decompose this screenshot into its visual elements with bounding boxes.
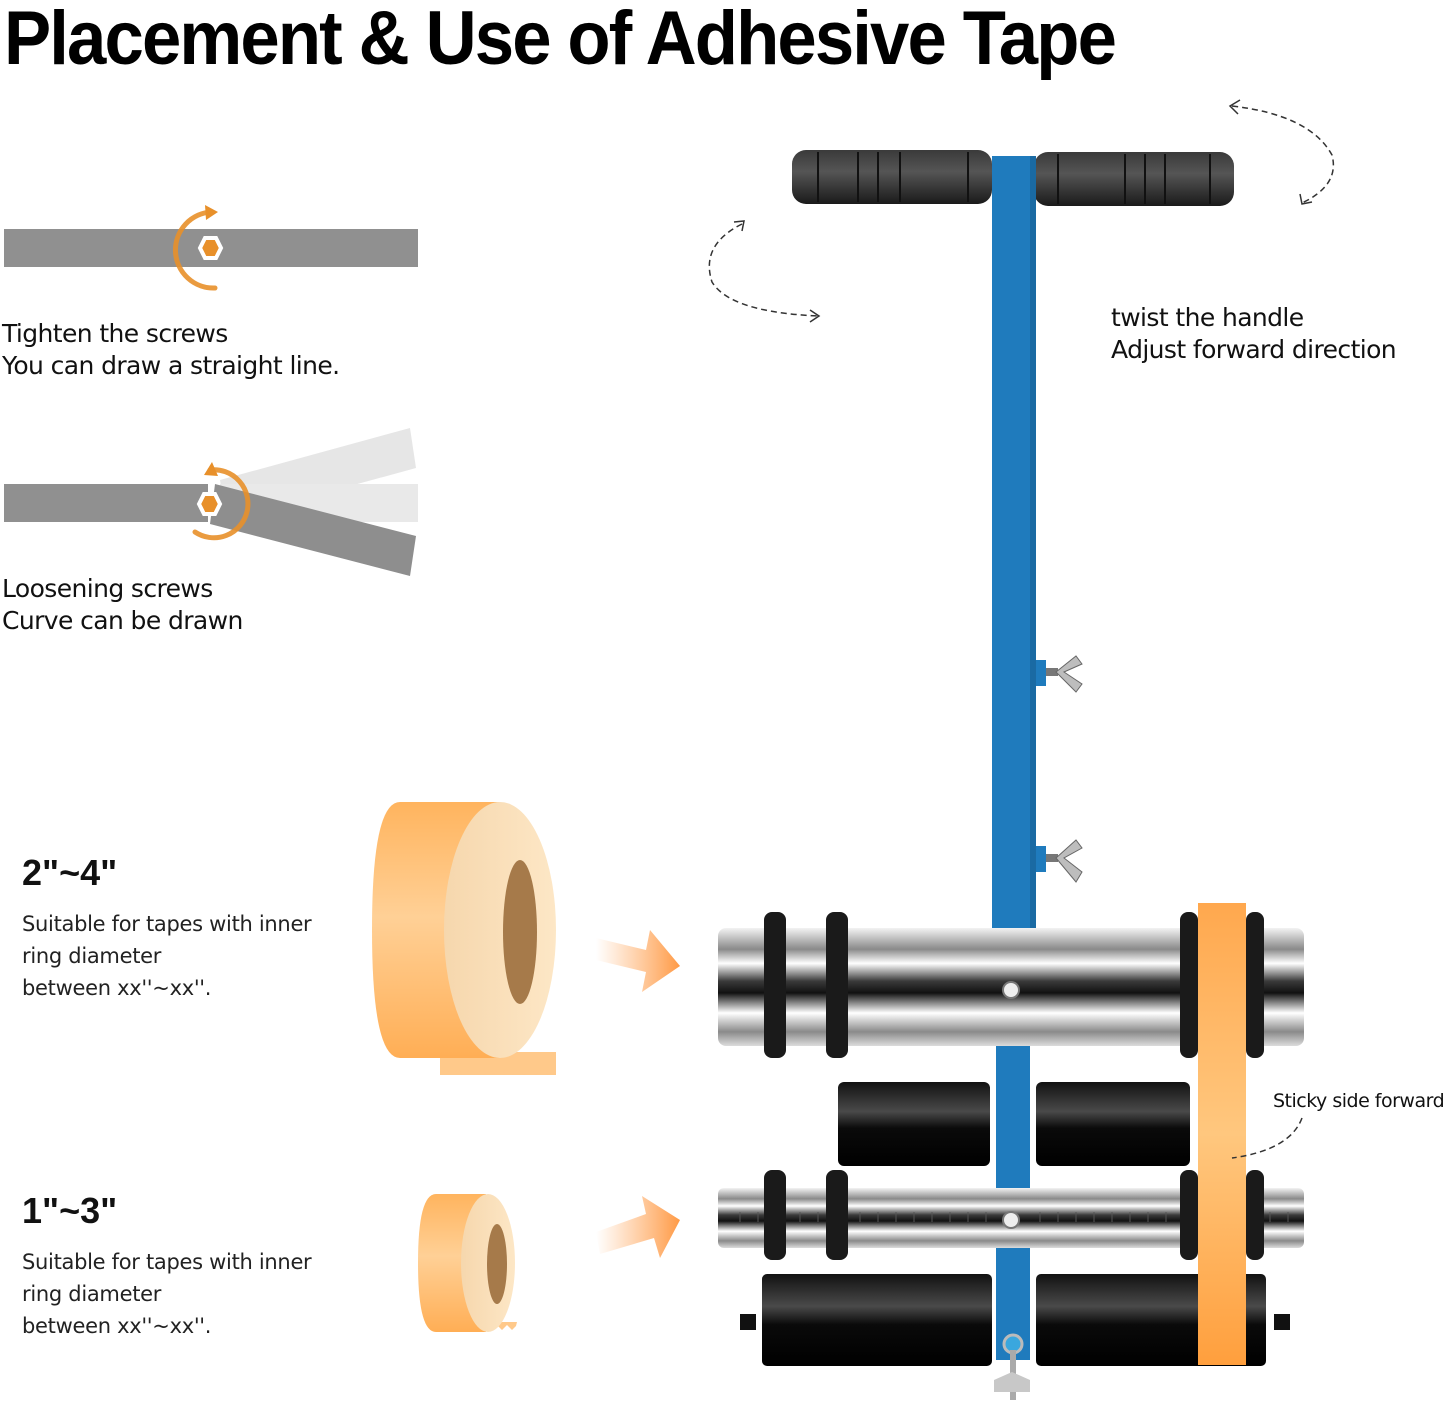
tighten-caption-line-1: Tighten the screws	[2, 319, 228, 348]
rotate-handle-arrows-icon	[708, 105, 1335, 317]
fixed-bar	[4, 484, 208, 522]
upper-shaft-rings	[764, 912, 1264, 1058]
wing-nut-upper-icon	[1036, 655, 1083, 693]
blue-frame-shade	[1030, 156, 1036, 928]
large-tape-arrow-icon	[596, 930, 680, 992]
bottom-roller-left	[762, 1274, 992, 1366]
handle-note-line-2: Adjust forward direction	[1111, 335, 1397, 364]
loosen-caption-line-1: Loosening screws	[2, 574, 213, 603]
arrow-head	[204, 462, 218, 476]
small-tape-roll-icon	[418, 1194, 517, 1332]
tape-strip	[1198, 903, 1246, 1365]
middle-roller-right	[1036, 1082, 1190, 1166]
scale-center-screw-icon	[1002, 1211, 1020, 1229]
tighten-caption: Tighten the screws You can draw a straig…	[2, 318, 340, 382]
curve-diagram	[4, 428, 418, 576]
sticky-callout-line	[1231, 1117, 1303, 1159]
small-tape-range: 1"~3"	[22, 1190, 118, 1231]
page-title: Placement & Use of Adhesive Tape	[4, 0, 1117, 81]
shaft-screw-icon	[1002, 981, 1020, 999]
handle-note-line-1: twist the handle	[1111, 303, 1304, 332]
blue-frame-upper	[992, 156, 1036, 928]
small-tape-description: Suitable for tapes with inner ring diame…	[22, 1246, 312, 1342]
large-tape-range: 2"~4"	[22, 852, 118, 893]
small-tape-desc-line-2: ring diameter	[22, 1282, 162, 1306]
rotate-arrowheads	[733, 99, 1313, 323]
straight-line-diagram	[4, 205, 418, 291]
swung-bar	[210, 484, 416, 576]
wing-nut-lower-icon	[1036, 839, 1083, 883]
arrow-head	[205, 205, 218, 220]
loosen-caption: Loosening screws Curve can be drawn	[2, 573, 243, 637]
roller-axle-left	[740, 1314, 756, 1330]
large-tape-roll-icon	[372, 802, 556, 1075]
counterclockwise-arrow-icon	[192, 467, 251, 541]
handle-note: twist the handle Adjust forward directio…	[1111, 302, 1397, 366]
sticky-side-label: Sticky side forward	[1273, 1090, 1445, 1112]
measuring-scale-ticks	[739, 1212, 1289, 1222]
middle-roller-left	[838, 1082, 990, 1166]
small-tape-desc-line-1: Suitable for tapes with inner	[22, 1250, 312, 1274]
lower-shaft-rings	[764, 1170, 1264, 1260]
large-tape-desc-line-3: between xx''~xx''.	[22, 976, 212, 1000]
small-tape-desc-line-3: between xx''~xx''.	[22, 1314, 212, 1338]
pivot-screw-icon	[994, 1333, 1030, 1400]
hex-screw-counterclockwise-icon	[196, 492, 223, 516]
t-handle-grip	[792, 150, 1234, 206]
loosen-caption-line-2: Curve can be drawn	[2, 606, 243, 635]
large-tape-desc-line-2: ring diameter	[22, 944, 162, 968]
large-tape-description: Suitable for tapes with inner ring diame…	[22, 908, 312, 1004]
small-tape-arrow-icon	[596, 1196, 680, 1258]
hex-screw-clockwise-icon	[197, 236, 224, 260]
tighten-caption-line-2: You can draw a straight line.	[2, 351, 340, 380]
roller-axle-right	[1274, 1314, 1290, 1330]
large-tape-desc-line-1: Suitable for tapes with inner	[22, 912, 312, 936]
clockwise-arrow-icon	[173, 209, 218, 291]
